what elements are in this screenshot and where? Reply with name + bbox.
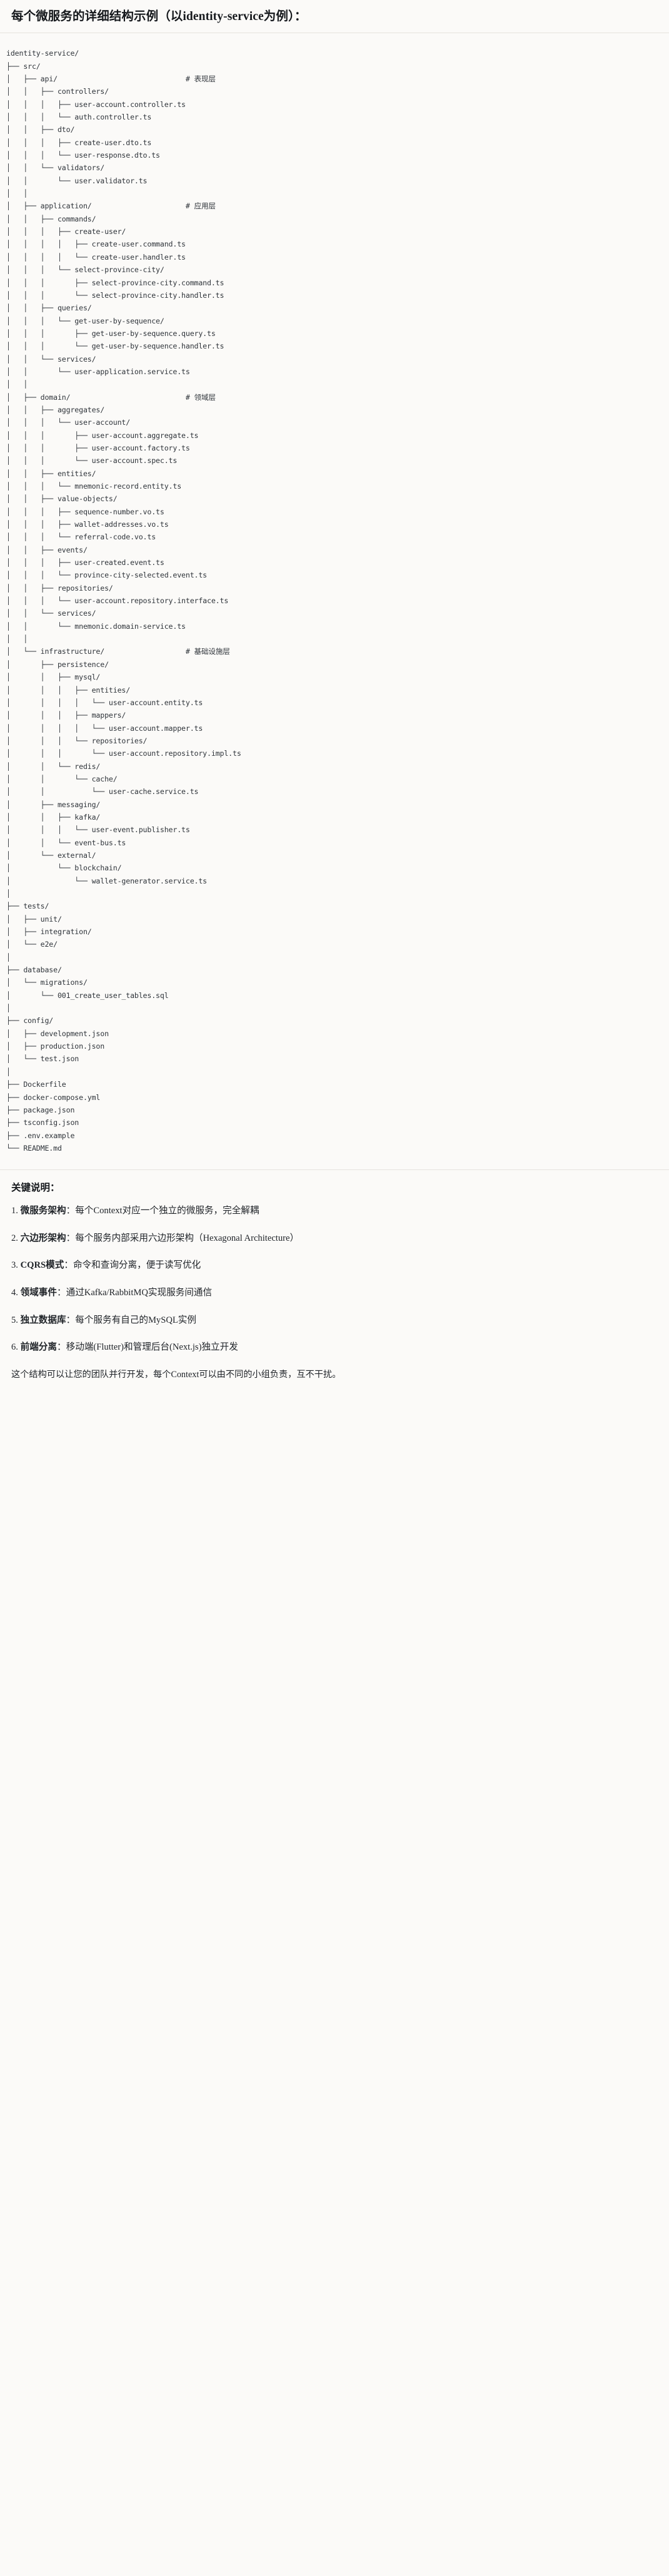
directory-tree-block: identity-service/ ├── src/ │ ├── api/ # … [0, 33, 669, 1166]
closing-paragraph: 这个结构可以让您的团队并行开发，每个Context可以由不同的小组负责，互不干扰… [11, 1369, 341, 1380]
note-term: 领域事件 [20, 1288, 57, 1298]
list-item: 前端分离：移动端(Flutter)和管理后台(Next.js)独立开发 [11, 1340, 658, 1355]
page-title: 每个微服务的详细结构示例（以identity-service为例）： [11, 10, 307, 23]
list-item: 独立数据库：每个服务有自己的MySQL实例 [11, 1313, 658, 1328]
note-separator: ： [66, 1315, 76, 1325]
note-separator: ： [66, 1233, 76, 1243]
note-term: CQRS模式 [20, 1260, 64, 1271]
note-separator: ： [66, 1206, 76, 1216]
note-term: 六边形架构 [20, 1233, 66, 1243]
notes-heading: 关键说明： [11, 1183, 60, 1194]
key-notes-section: 关键说明： 微服务架构：每个Context对应一个独立的微服务，完全解耦 六边形… [0, 1170, 669, 1398]
note-term: 微服务架构 [20, 1206, 66, 1216]
note-separator: ： [56, 1342, 66, 1353]
list-item: 微服务架构：每个Context对应一个独立的微服务，完全解耦 [11, 1204, 658, 1218]
list-item: 领域事件：通过Kafka/RabbitMQ实现服务间通信 [11, 1286, 658, 1300]
note-description: 每个Context对应一个独立的微服务，完全解耦 [75, 1206, 259, 1216]
note-description: 命令和查询分离，便于读写优化 [73, 1260, 201, 1271]
note-term: 前端分离 [20, 1342, 57, 1353]
note-description: 通过Kafka/RabbitMQ实现服务间通信 [66, 1288, 213, 1298]
note-description: 移动端(Flutter)和管理后台(Next.js)独立开发 [66, 1342, 238, 1353]
note-description: 每个服务内部采用六边形架构（Hexagonal Architecture） [75, 1233, 299, 1243]
list-item: CQRS模式：命令和查询分离，便于读写优化 [11, 1258, 658, 1273]
notes-divider [0, 1169, 669, 1171]
note-term: 独立数据库 [20, 1315, 66, 1325]
note-description: 每个服务有自己的MySQL实例 [75, 1315, 196, 1325]
note-separator: ： [56, 1288, 66, 1298]
notes-list: 微服务架构：每个Context对应一个独立的微服务，完全解耦 六边形架构：每个服… [11, 1204, 658, 1355]
list-item: 六边形架构：每个服务内部采用六边形架构（Hexagonal Architectu… [11, 1231, 658, 1246]
note-separator: ： [64, 1260, 73, 1271]
